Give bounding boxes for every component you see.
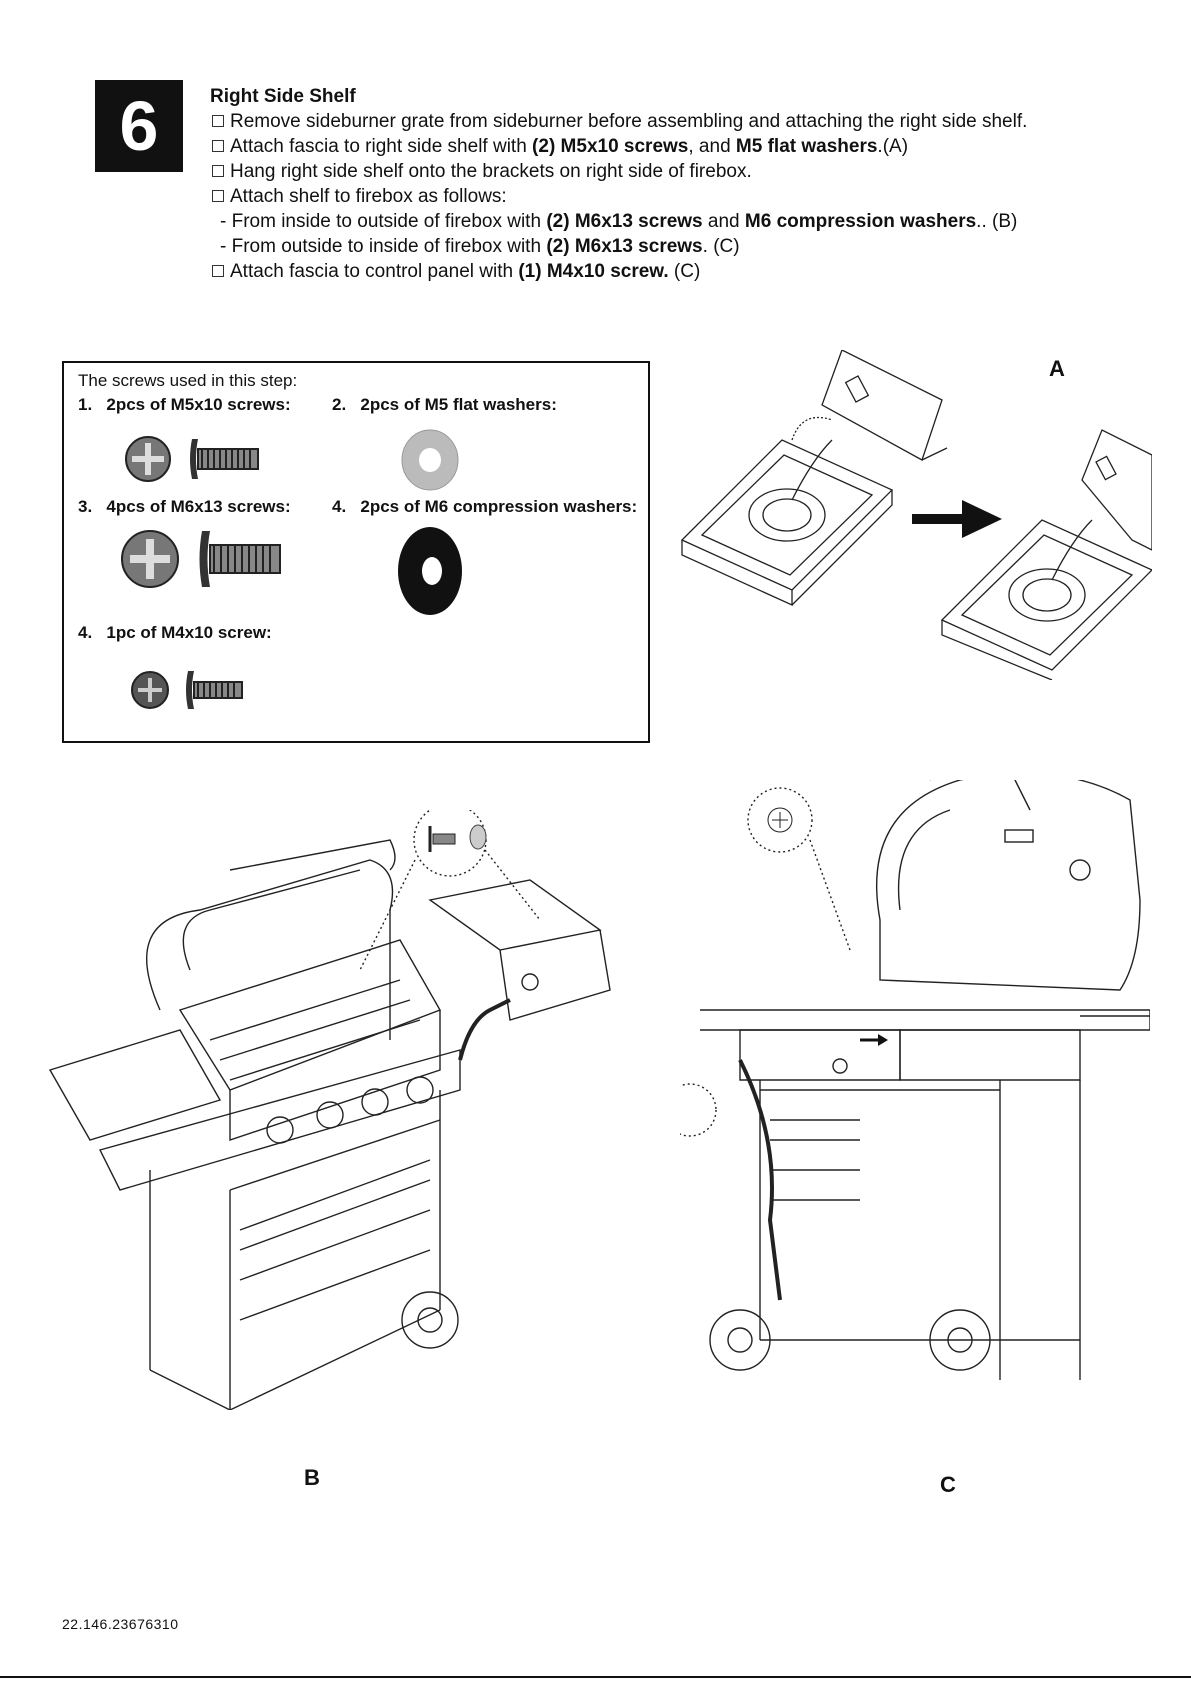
part-5-num: 4. xyxy=(78,623,93,642)
screw-side-icon xyxy=(190,439,259,479)
figure-b-label: B xyxy=(304,1465,320,1490)
flat-washer-icon xyxy=(469,824,487,850)
instruction-2: Attach fascia to right side shelf with (… xyxy=(210,134,1110,159)
part-3-text: 4pcs of M6x13 screws: xyxy=(106,497,291,516)
parts-header: The screws used in this step: xyxy=(78,371,298,390)
instruction-2-mid: , and xyxy=(688,136,736,157)
checkbox-icon xyxy=(212,190,224,202)
part-4-label: 4. 2pcs of M6 compression washers: xyxy=(332,497,637,517)
screw-side-icon xyxy=(428,826,456,852)
figure-a-label: A xyxy=(1049,356,1065,381)
part-4-num: 4. xyxy=(332,497,347,516)
instruction-6-text: - From outside to inside of firebox with xyxy=(220,236,547,257)
step-number: 6 xyxy=(119,87,159,165)
instruction-1: Remove sideburner grate from sideburner … xyxy=(210,109,1110,134)
instruction-1-text: Remove sideburner grate from sideburner … xyxy=(230,111,1028,132)
document-code: 22.146.23676310 xyxy=(62,1616,179,1632)
instruction-2-bold-1: (2) M5x10 screws xyxy=(532,136,689,157)
part-2-text: 2pcs of M5 flat washers: xyxy=(360,395,557,414)
part-2-label: 2. 2pcs of M5 flat washers: xyxy=(332,395,557,415)
step-number-badge: 6 xyxy=(95,80,183,172)
screw-head-icon xyxy=(121,530,179,588)
instruction-5-text: - From inside to outside of firebox with xyxy=(220,211,547,232)
instructions: Right Side Shelf Remove sideburner grate… xyxy=(210,84,1110,284)
screw-side-icon xyxy=(199,531,281,587)
part-5-label: 4. 1pc of M4x10 screw: xyxy=(78,623,272,643)
instruction-7: Attach fascia to control panel with (1) … xyxy=(210,259,1110,284)
bottom-rule xyxy=(0,1676,1191,1678)
instruction-5-bold-2: M6 compression washers xyxy=(744,211,977,232)
instruction-5: - From inside to outside of firebox with… xyxy=(210,209,1110,234)
checkbox-icon xyxy=(212,115,224,127)
part-3-num: 3. xyxy=(78,497,93,516)
part-5-text: 1pc of M4x10 screw: xyxy=(106,623,272,642)
section-title: Right Side Shelf xyxy=(210,86,356,107)
m6x13-screw-illustration xyxy=(121,530,281,588)
hardware-parts-box: The screws used in this step: 1. 2pcs of… xyxy=(62,361,650,743)
compression-washer-icon xyxy=(398,527,462,615)
checkbox-icon xyxy=(212,265,224,277)
instruction-5-post: .. (B) xyxy=(976,211,1018,232)
instruction-2-post: .(A) xyxy=(877,136,909,157)
instruction-6-post: . (C) xyxy=(702,236,740,257)
part-3-label: 3. 4pcs of M6x13 screws: xyxy=(78,497,291,517)
instruction-5-mid: and xyxy=(702,211,745,232)
arrow-right-icon xyxy=(860,1034,888,1046)
screw-head-icon xyxy=(125,436,171,482)
instruction-3: Hang right side shelf onto the brackets … xyxy=(210,159,1110,184)
instruction-5-bold-1: (2) M6x13 screws xyxy=(546,211,703,232)
part-1-num: 1. xyxy=(78,395,93,414)
instruction-7-text: Attach fascia to control panel with xyxy=(230,261,519,282)
screw-head-icon xyxy=(767,807,793,833)
figure-c-label: C xyxy=(940,1472,956,1497)
part-4-text: 2pcs of M6 compression washers: xyxy=(360,497,638,516)
instruction-6-bold-1: (2) M6x13 screws xyxy=(546,236,703,257)
instruction-4: Attach shelf to firebox as follows: xyxy=(210,184,1110,209)
figure-c-illustration xyxy=(680,780,1150,1380)
part-1-text: 2pcs of M5x10 screws: xyxy=(106,395,291,414)
instruction-6: - From outside to inside of firebox with… xyxy=(210,234,1110,259)
m4x10-screw-illustration xyxy=(131,671,243,709)
instruction-4-text: Attach shelf to firebox as follows: xyxy=(230,186,507,207)
part-1-label: 1. 2pcs of M5x10 screws: xyxy=(78,395,291,415)
part-2-num: 2. xyxy=(332,395,347,414)
instruction-3-text: Hang right side shelf onto the brackets … xyxy=(230,161,752,182)
m5x10-screw-illustration xyxy=(125,436,259,482)
checkbox-icon xyxy=(212,140,224,152)
instruction-2-bold-2: M5 flat washers xyxy=(735,136,878,157)
flat-washer-icon xyxy=(401,429,459,491)
screw-head-icon xyxy=(131,671,169,709)
figure-a-illustration xyxy=(680,350,1152,680)
instruction-2-text: Attach fascia to right side shelf with xyxy=(230,136,533,157)
instruction-7-post: (C) xyxy=(668,261,701,282)
figure-b-illustration xyxy=(48,810,611,1410)
screw-side-icon xyxy=(186,671,243,709)
instruction-7-bold-1: (1) M4x10 screw. xyxy=(518,261,669,282)
checkbox-icon xyxy=(212,165,224,177)
arrow-right-icon xyxy=(912,500,1002,538)
